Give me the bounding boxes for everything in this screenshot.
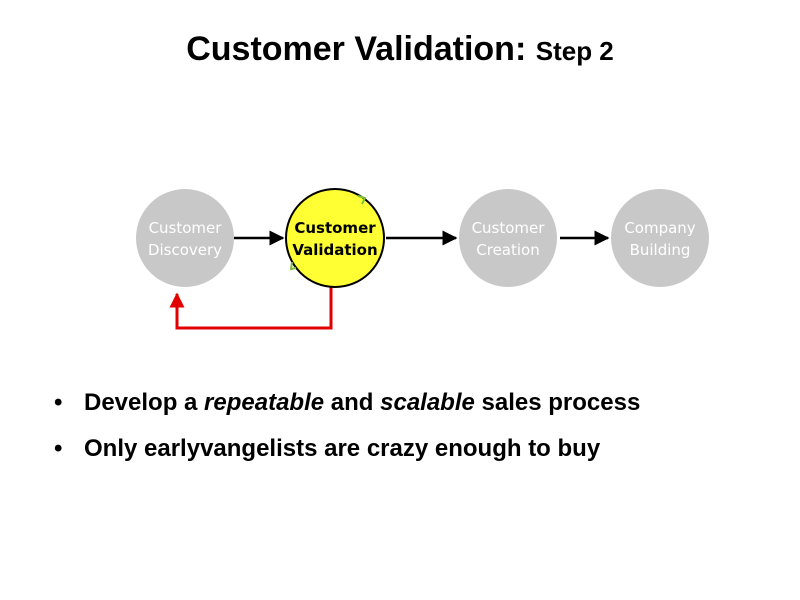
accent-mark-bottom — [289, 261, 297, 271]
node-label-line2: Validation — [292, 241, 377, 259]
bullet-dot: • — [54, 389, 63, 416]
title-main: Customer Validation: — [186, 30, 527, 68]
title-step: Step 2 — [535, 36, 614, 66]
bullet-item: • Only earlyvangelists are crazy enough … — [54, 433, 774, 465]
bullet-text: Only earlyvangelists are crazy enough to… — [84, 435, 601, 462]
node-label-line1: Company — [624, 219, 695, 237]
node-label-line2: Building — [630, 241, 691, 259]
accent-mark-top — [357, 195, 367, 205]
node-customer-discovery: Customer Discovery — [136, 189, 234, 287]
bullet-text-part: Develop a — [84, 389, 205, 416]
node-customer-validation: Customer Validation — [285, 188, 385, 288]
bullet-dot: • — [54, 435, 63, 462]
node-customer-creation: Customer Creation — [459, 189, 557, 287]
bullet-text-part: sales process — [474, 389, 641, 416]
node-label-line1: Customer — [149, 219, 223, 237]
bullet-list: • Develop a repeatable and scalable sale… — [54, 387, 774, 479]
node-label-line1: Customer — [472, 219, 546, 237]
node-label-line2: Discovery — [148, 241, 222, 259]
bullet-text-part: and — [324, 389, 381, 416]
bullet-item: • Develop a repeatable and scalable sale… — [54, 387, 774, 419]
slide-title: Customer Validation: Step 2 — [0, 32, 800, 66]
bullet-text-emphasis: repeatable — [204, 389, 325, 416]
bullet-text-emphasis: scalable — [380, 389, 475, 416]
node-company-building: Company Building — [611, 189, 709, 287]
loop-back-arrow — [169, 286, 333, 330]
node-label-line1: Customer — [294, 219, 376, 237]
node-label-line2: Creation — [476, 241, 539, 259]
bullet-text: Develop a repeatable and scalable sales … — [84, 389, 640, 416]
